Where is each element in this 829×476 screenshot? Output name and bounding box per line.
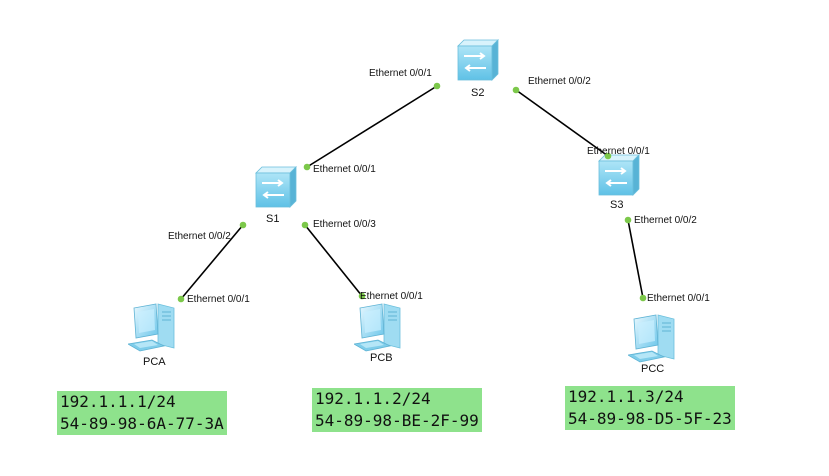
host-info-pca: 192.1.1.1/24 54-89-98-6A-77-3A: [57, 391, 227, 435]
host-info-pcb: 192.1.1.2/24 54-89-98-BE-2F-99: [312, 388, 482, 432]
links-layer: [180, 85, 644, 300]
link-s2-s1[interactable]: [306, 85, 438, 168]
device-label-s3: S3: [610, 199, 624, 211]
port-dot-s2[interactable]: [512, 86, 520, 94]
switch-icon[interactable]: [457, 39, 499, 81]
port-dot-s1[interactable]: [239, 221, 247, 229]
port-dot-s2[interactable]: [433, 82, 441, 90]
port-dot-pca[interactable]: [177, 295, 185, 303]
port-label-s3-e2: Ethernet 0/0/2: [634, 215, 697, 226]
port-label-pcb-e1: Ethernet 0/0/1: [360, 291, 423, 302]
port-label-s1-e2: Ethernet 0/0/2: [168, 231, 231, 242]
switch-icon[interactable]: [598, 154, 640, 196]
port-label-pcc-e1: Ethernet 0/0/1: [647, 293, 710, 304]
ip-address: 192.1.1.2/24: [315, 389, 431, 408]
ip-address: 192.1.1.1/24: [60, 392, 176, 411]
port-label-s2-e2: Ethernet 0/0/2: [528, 76, 591, 87]
mac-address: 54-89-98-BE-2F-99: [315, 411, 479, 430]
device-label-s2: S2: [471, 87, 485, 99]
port-dot-s1[interactable]: [301, 221, 309, 229]
port-label-pca-e1: Ethernet 0/0/1: [187, 294, 250, 305]
port-label-s3-e1: Ethernet 0/0/1: [587, 146, 650, 157]
switch-icon[interactable]: [255, 166, 297, 208]
mac-address: 54-89-98-D5-5F-23: [568, 409, 732, 428]
port-dot-s3[interactable]: [624, 216, 632, 224]
mac-address: 54-89-98-6A-77-3A: [60, 414, 224, 433]
port-dot-s3[interactable]: [604, 152, 612, 160]
port-label-s2-e1: Ethernet 0/0/1: [369, 68, 432, 79]
device-label-pca: PCA: [143, 356, 166, 368]
link-s1-pcb[interactable]: [304, 224, 363, 297]
pc-icon[interactable]: [354, 303, 401, 352]
host-info-pcc: 192.1.1.3/24 54-89-98-D5-5F-23: [565, 386, 735, 430]
pc-icon[interactable]: [628, 314, 675, 363]
port-dot-pcb[interactable]: [358, 292, 366, 300]
ip-address: 192.1.1.3/24: [568, 387, 684, 406]
link-s2-s3[interactable]: [515, 89, 609, 157]
link-s3-pcc[interactable]: [627, 219, 644, 299]
devices-layer: [128, 39, 675, 363]
device-label-pcc: PCC: [641, 363, 665, 375]
port-label-s1-e1: Ethernet 0/0/1: [313, 164, 376, 175]
link-s1-pca[interactable]: [180, 224, 244, 300]
port-dot-pcc[interactable]: [639, 294, 647, 302]
port-dot-s1[interactable]: [303, 163, 311, 171]
port-dots-layer: [177, 82, 647, 303]
device-label-s1: S1: [266, 213, 280, 225]
device-label-pcb: PCB: [370, 352, 393, 364]
pc-icon[interactable]: [128, 303, 175, 352]
port-label-s1-e3: Ethernet 0/0/3: [313, 219, 376, 230]
